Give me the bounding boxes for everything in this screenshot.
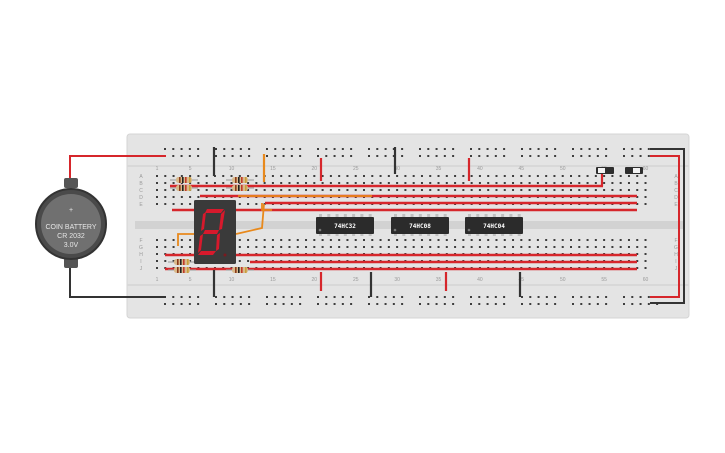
ic-chip-label: 74HC04 — [483, 223, 505, 230]
row-letter: B — [674, 181, 678, 187]
row-letter: H — [139, 252, 143, 258]
coin-battery[interactable]: + COIN BATTERY CR 2032 3.0V — [35, 178, 107, 268]
segment-digit — [198, 209, 225, 255]
signal-wires[interactable] — [177, 195, 372, 246]
column-number: 5 — [189, 277, 192, 283]
column-number: 30 — [394, 277, 400, 283]
resistor[interactable] — [168, 259, 196, 265]
column-number: 45 — [519, 277, 525, 283]
battery-plus-sign: + — [69, 207, 73, 214]
slide-switch[interactable] — [596, 167, 614, 174]
column-number: 50 — [560, 166, 566, 172]
column-number: 20 — [312, 166, 318, 172]
column-number: 5 — [189, 166, 192, 172]
column-number: 40 — [477, 166, 483, 172]
battery-label: COIN BATTERY — [45, 224, 96, 231]
row-letter: J — [140, 266, 143, 272]
ic-chip[interactable]: 74HC08 — [391, 214, 449, 236]
row-letter: F — [139, 238, 142, 244]
row-letter: C — [139, 188, 143, 194]
resistors[interactable] — [168, 177, 254, 273]
seven-segment-display[interactable] — [194, 200, 236, 264]
row-letter: A — [674, 174, 678, 180]
column-number: 60 — [643, 277, 649, 283]
row-letter: G — [139, 245, 143, 251]
column-number: 10 — [229, 277, 235, 283]
resistor[interactable] — [168, 267, 196, 273]
row-letter: F — [674, 238, 677, 244]
jumper-wires[interactable] — [212, 147, 604, 297]
ic-chip[interactable]: 74HC32 — [316, 214, 374, 236]
column-number: 30 — [394, 166, 400, 172]
resistor[interactable] — [226, 185, 254, 191]
row-letter: I — [675, 259, 676, 265]
battery-model: CR 2032 — [57, 233, 85, 240]
row-letter: C — [674, 188, 678, 194]
row-letter: B — [139, 181, 143, 187]
column-number: 20 — [312, 277, 318, 283]
column-number: 50 — [560, 277, 566, 283]
row-letter: E — [139, 202, 143, 208]
column-number: 40 — [477, 277, 483, 283]
ic-chip[interactable]: 74HC04 — [465, 214, 523, 236]
column-number: 1 — [156, 166, 159, 172]
column-numbers: 1155101015152020252530303535404045455050… — [156, 166, 649, 283]
row-letter: I — [140, 259, 141, 265]
logic-chips[interactable]: 74HC32 74HC08 74HC04 — [316, 214, 523, 236]
ic-chip-label: 74HC08 — [409, 223, 431, 230]
column-number: 25 — [353, 166, 359, 172]
row-letter: H — [674, 252, 678, 258]
column-number: 55 — [601, 277, 607, 283]
column-number: 35 — [436, 166, 442, 172]
resistor[interactable] — [170, 177, 198, 183]
resistor[interactable] — [226, 267, 254, 273]
row-letter: J — [675, 266, 678, 272]
row-letter: A — [139, 174, 143, 180]
slide-switch-2[interactable] — [625, 167, 643, 174]
column-number: 15 — [270, 166, 276, 172]
column-number: 1 — [156, 277, 159, 283]
column-number: 60 — [643, 166, 649, 172]
row-letter: D — [674, 195, 678, 201]
battery-voltage: 3.0V — [64, 242, 79, 249]
ic-chip-label: 74HC32 — [334, 223, 356, 230]
resistor[interactable] — [226, 177, 254, 183]
resistor[interactable] — [170, 185, 198, 191]
row-letter: D — [139, 195, 143, 201]
column-number: 45 — [519, 166, 525, 172]
column-number: 15 — [270, 277, 276, 283]
row-letter: E — [674, 202, 678, 208]
row-letter: G — [674, 245, 678, 251]
column-number: 25 — [353, 277, 359, 283]
column-number: 35 — [436, 277, 442, 283]
column-number: 10 — [229, 166, 235, 172]
battery-wires[interactable] — [69, 148, 685, 304]
